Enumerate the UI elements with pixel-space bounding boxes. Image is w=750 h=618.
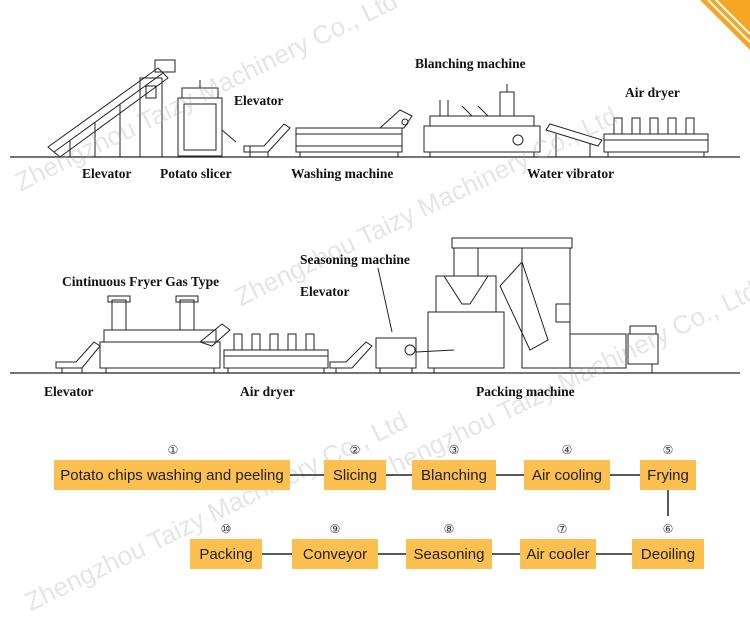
step-conveyor: Conveyor: [292, 539, 378, 569]
step-washing-peeling: Potato chips washing and peeling: [54, 460, 290, 490]
step-number: ②: [349, 443, 361, 457]
elevator-drawing-mid: [329, 341, 373, 373]
label-seasoning-machine: Seasoning machine: [300, 252, 410, 267]
step-air-cooling: Air cooling: [524, 460, 610, 490]
step-number: ⑤: [662, 443, 674, 457]
corner-ribbon: [680, 0, 750, 70]
step-label: Seasoning: [413, 545, 485, 563]
label-water-vibrator: Water vibrator: [527, 166, 615, 181]
label-potato-slicer: Potato slicer: [160, 166, 232, 181]
step-label: Frying: [647, 466, 689, 484]
step-label: Packing: [199, 545, 253, 563]
step-number: ⑩: [220, 522, 232, 536]
step-slicing: Slicing: [324, 460, 386, 490]
step-label: Blanching: [421, 466, 487, 484]
step-air-cooler: Air cooler: [520, 539, 596, 569]
continuous-fryer-drawing: [99, 295, 231, 373]
packing-machine-drawing: [427, 237, 659, 373]
elevator-drawing-top-left: [47, 59, 176, 158]
label-elevator-bottom-left: Elevator: [44, 384, 94, 399]
air-dryer-drawing-top: [603, 117, 709, 157]
elevator-drawing-top-small: [243, 123, 291, 157]
label-elevator-mid: Elevator: [300, 284, 350, 299]
step-number: ③: [448, 443, 460, 457]
step-label: Air cooler: [526, 545, 590, 563]
step-label: Slicing: [332, 466, 378, 484]
step-number: ⑥: [662, 522, 674, 536]
step-number: ④: [561, 443, 573, 457]
step-label: Deoiling: [640, 545, 696, 563]
step-label: Air cooling: [531, 466, 603, 484]
step-packing: Packing: [190, 539, 262, 569]
label-elevator-top-left: Elevator: [82, 166, 132, 181]
label-elevator-top-small: Elevator: [234, 93, 284, 108]
step-number: ①: [167, 443, 179, 457]
step-number: ⑧: [443, 522, 455, 536]
seasoning-machine-drawing: [375, 267, 455, 373]
step-frying: Frying: [640, 460, 696, 490]
label-blanching-machine: Blanching machine: [415, 56, 526, 71]
label-air-dryer-bottom: Air dryer: [240, 384, 295, 399]
label-washing-machine: Washing machine: [291, 166, 394, 181]
step-deoiling: Deoiling: [632, 539, 704, 569]
step-label: Conveyor: [302, 545, 368, 563]
step-number: ⑨: [329, 522, 341, 536]
step-blanching: Blanching: [412, 460, 496, 490]
label-air-dryer-top: Air dryer: [625, 85, 680, 100]
air-dryer-drawing-bottom: [223, 333, 329, 373]
blanching-machine-drawing: [423, 84, 541, 157]
label-continuous-fryer: Cintinuous Fryer Gas Type: [62, 274, 220, 289]
step-seasoning: Seasoning: [406, 539, 492, 569]
step-label: Potato chips washing and peeling: [60, 466, 284, 484]
potato-slicer-drawing: [177, 80, 237, 157]
water-vibrator-drawing: [545, 123, 603, 157]
label-packing-machine: Packing machine: [476, 384, 575, 399]
washing-machine-drawing: [295, 109, 413, 157]
step-number: ⑦: [556, 522, 568, 536]
